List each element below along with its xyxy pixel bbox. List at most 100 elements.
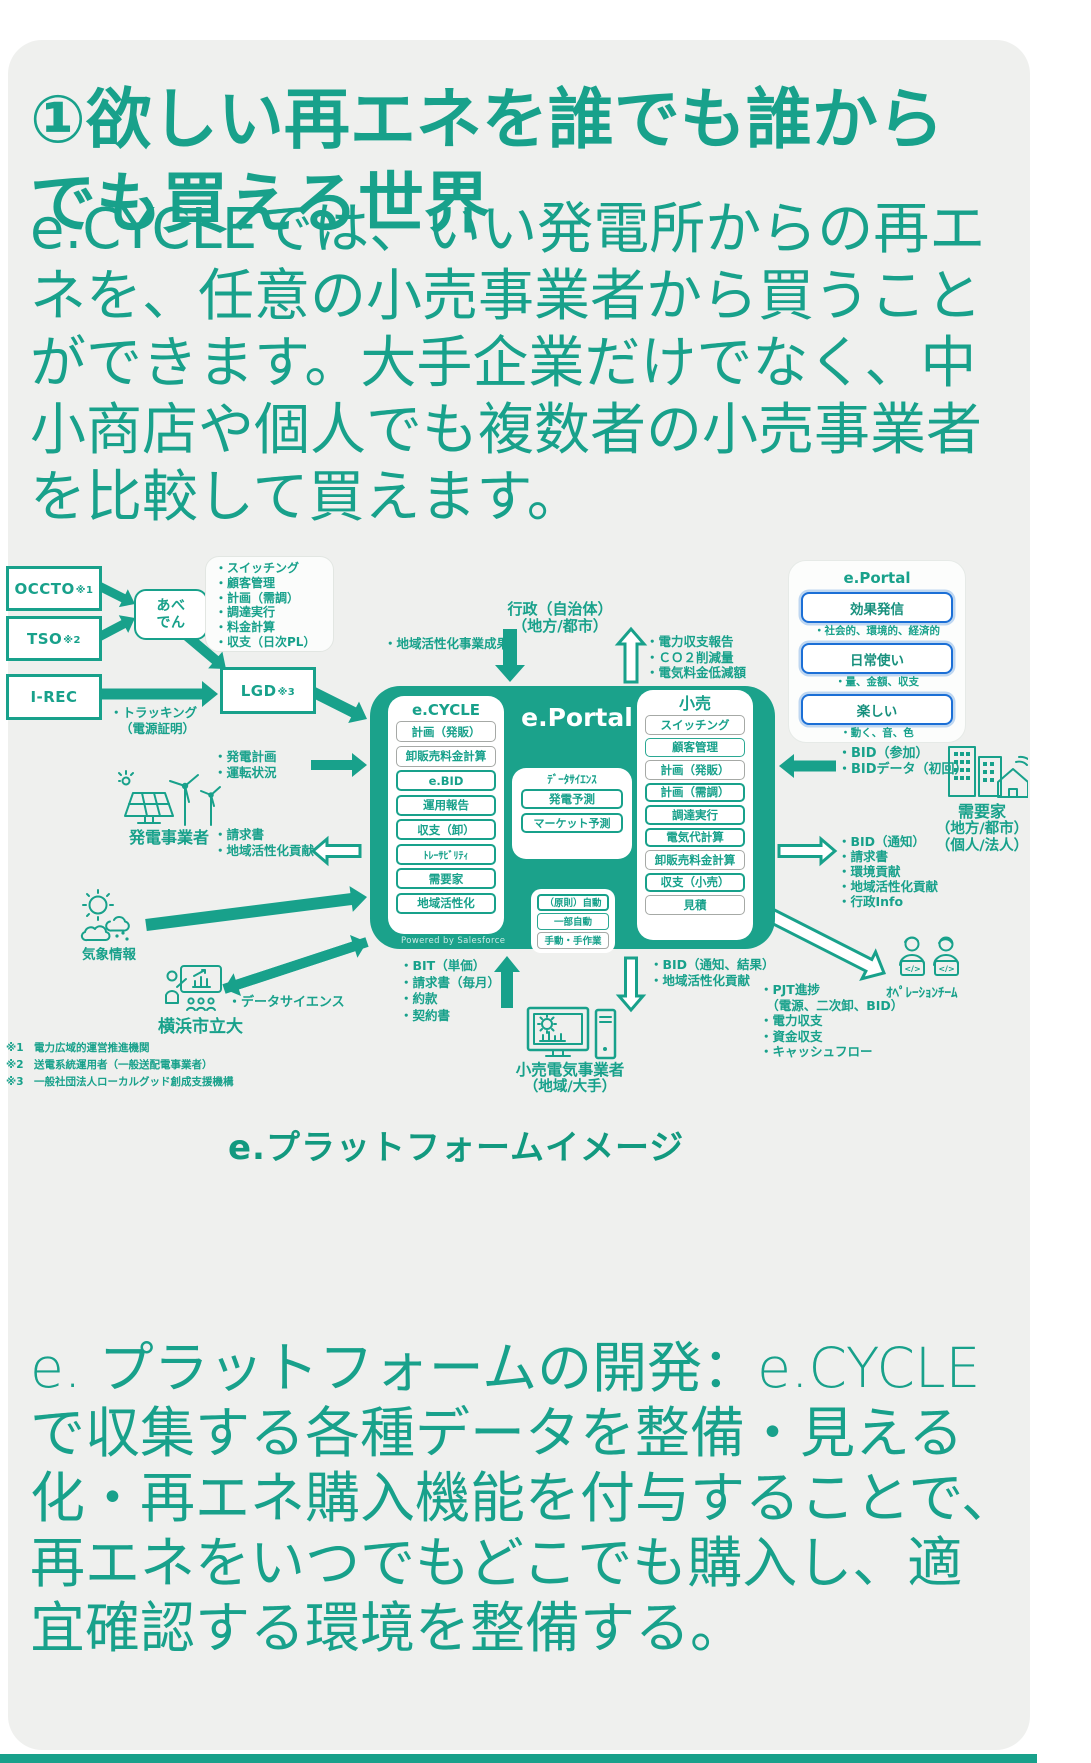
government-line1: 行政（自治体） (507, 600, 613, 618)
generator-bullets: ・請求書 ・地域活性化貢献 (214, 827, 314, 858)
ops-bullet: ・資金収支 (760, 1028, 823, 1044)
occto-footnote-ref: ※1 (75, 585, 94, 596)
lgd-box: LGD※3 (220, 667, 316, 714)
retailer-computer-icon (526, 1006, 617, 1060)
bid-out-label: ・BID（通知） (838, 834, 926, 849)
solar-wind-icon (118, 770, 221, 826)
powered-by-salesforce: Powered by Salesforce (401, 936, 506, 946)
ecycle-item: e.BID (396, 770, 496, 791)
government-line2: （地方/都市） (512, 617, 608, 635)
svg-text:</>: </> (938, 965, 954, 974)
legend-item-manual: 手動・手作業 (537, 932, 609, 949)
retail-item: 卸販売料金計算 (645, 850, 745, 870)
retail-down-label: ・地域活性化貢献 (650, 972, 751, 988)
government-label: 行政（自治体） （地方/都市） (460, 600, 660, 635)
ecycle-item: 収支（卸） (396, 819, 496, 840)
automation-legend: （原則）自動 一部自動 手動・手作業 (531, 889, 615, 953)
tracking-line: （電源証明） (120, 720, 196, 736)
retail-up-label: ・請求書（毎月） (400, 974, 501, 990)
weather-icon (80, 889, 130, 942)
tso-box: TSO※2 (6, 616, 102, 661)
ecycle-panel: e.CYCLE 計画（発販） 卸販売料金計算 e.BID 運用報告 収支（卸） … (388, 696, 504, 934)
eportal-app-caption: ・量、金額、収支 (835, 676, 919, 688)
retail-item: スイッチング (645, 715, 745, 735)
ops-bullets: ・PJT進捗 （電源、二次卸、BID） ・電力収支 ・資金収支 ・キャッシュフロ… (760, 982, 903, 1060)
bid-out-label: ・請求書 (838, 849, 889, 864)
footnote: ※2 送電系統運用者（一般送配電事業者） (6, 1059, 213, 1071)
ecycle-item: 地域活性化 (396, 892, 496, 914)
retail-item: 電気代計算 (645, 827, 745, 847)
consumer-sub: （個人/法人） (935, 838, 1029, 854)
ecycle-item: 卸販売料金計算 (396, 745, 496, 767)
ecycle-item: ﾄﾚｰｻﾋﾞﾘﾃｨ (396, 843, 496, 865)
bid-in-label: ・BIDデータ（初回） (838, 762, 968, 777)
abeden-function: ・スイッチング (215, 561, 300, 575)
retail-item: 計画（需調） (645, 782, 745, 802)
eportal-title: e.Portal (521, 703, 633, 732)
datascience-item: マーケット予測 (521, 812, 623, 833)
retail-item: 収支（小売） (645, 872, 745, 892)
footnote: ※3 一般社団法人ローカルグッド創成支援機構 (6, 1076, 234, 1088)
retail-item: 計画（発販） (645, 760, 745, 780)
operation-team-label: ｵﾍﾟﾚｰｼｮﾝﾁｰﾑ (886, 986, 958, 1001)
footnote: ※1 電力広域的運営推進機関 (6, 1042, 150, 1054)
lgd-label: LGD (240, 681, 277, 700)
consumer-label: 需要家 （地方/都市） （個人/法人） (926, 803, 1038, 855)
gov-down-label: ・地域活性化事業成果 (384, 636, 510, 651)
abeden-functions-panel: ・スイッチング ・顧客管理 ・計画（需調） ・調達実行 ・料金計算 ・収支（日次… (205, 556, 334, 652)
generator-bullet: ・請求書 (214, 827, 265, 842)
retail-item: 顧客管理 (645, 737, 745, 757)
intro-paragraph: e.CYCLEでは、いい発電所からの再エ ネを、任意の小売事業者から買うこと が… (30, 197, 986, 530)
ecycle-item: 計画（発販） (396, 721, 496, 742)
ecycle-title: e.CYCLE (411, 701, 481, 719)
retail-up-labels: ・BIT（単価） ・請求書（毎月） ・約款 ・契約書 (400, 958, 500, 1024)
datascience-title: ﾃﾞｰﾀｻｲｴﾝｽ (547, 773, 597, 786)
generation-info-note: ・発電計画 ・運転状況 (214, 749, 277, 780)
ops-bullet: ・PJT進捗 (760, 982, 820, 997)
occto-box: OCCTO※1 (6, 566, 102, 611)
abeden-function: ・調達実行 (215, 605, 276, 620)
eportal-app-caption: ・社会的、環境的、経済的 (814, 625, 940, 637)
bid-out-labels: ・BID（通知） ・請求書 ・環境貢献 ・地域活性化貢献 ・行政Info (838, 834, 938, 909)
abeden-function: ・料金計算 (215, 620, 276, 635)
city-buildings-icon (948, 746, 1028, 798)
tso-label: TSO (27, 629, 63, 648)
university-label: 横浜市立大 (158, 1017, 243, 1037)
legend-item-auto: （原則）自動 (537, 894, 609, 911)
bid-out-label: ・行政Info (838, 894, 904, 909)
tracking-line: ・トラッキング (110, 705, 198, 720)
retail-item: 調達実行 (645, 805, 745, 825)
eportal-app-feature: 楽しい (801, 694, 953, 725)
irec-label: I-REC (30, 688, 78, 706)
gen-bullet: ・運転状況 (214, 764, 277, 780)
bid-out-label: ・環境貢献 (838, 864, 901, 879)
generator-bullet: ・地域活性化貢献 (214, 842, 315, 858)
legend-item-semi: 一部自動 (537, 913, 609, 930)
datascience-bullet: ・データサイエンス (228, 995, 345, 1010)
gov-up-label: ・電気料金低減額 (646, 665, 747, 680)
tracking-note: ・トラッキング （電源証明） (110, 705, 197, 736)
ops-bullet: （電源、二次卸、BID） (760, 997, 904, 1013)
ecycle-item: 運用報告 (396, 794, 496, 816)
abeden-box: あべ でん (134, 589, 208, 640)
retail-title: 小売 (678, 694, 711, 713)
gov-up-label: ・電力収支報告 (646, 634, 734, 649)
retailer-label: 小売電気事業者 （地域/大手） (500, 1061, 640, 1096)
abeden-function: ・顧客管理 (215, 575, 276, 590)
bottom-accent-bar (0, 1754, 1037, 1763)
consumer-sub: （地方/都市） (935, 821, 1029, 837)
retailer-sub: （地域/大手） (523, 1079, 617, 1095)
gen-bullet: ・発電計画 (214, 749, 277, 764)
retail-up-label: ・BIT（単価） (400, 958, 486, 973)
retail-down-label: ・BID（通知、結果） (650, 957, 775, 972)
datascience-panel: ﾃﾞｰﾀｻｲｴﾝｽ 発電予測 マーケット予測 (512, 768, 632, 859)
operation-team-icon: </> </> (899, 936, 959, 976)
occto-label: OCCTO (14, 579, 75, 598)
tso-footnote-ref: ※2 (63, 635, 81, 646)
weather-label: 気象情報 (82, 947, 136, 963)
footnotes: ※1 電力広域的運営推進機関 ※2 送電系統運用者（一般送配電事業者） ※3 一… (6, 1040, 234, 1091)
svg-text:</>: </> (904, 965, 920, 974)
outro-paragraph: e. プラットフォームの開発：e.CYCLE で収集する各種データを整備・見える… (30, 1336, 1017, 1660)
bid-in-labels: ・BID（参加） ・BIDデータ（初回） (838, 746, 968, 778)
